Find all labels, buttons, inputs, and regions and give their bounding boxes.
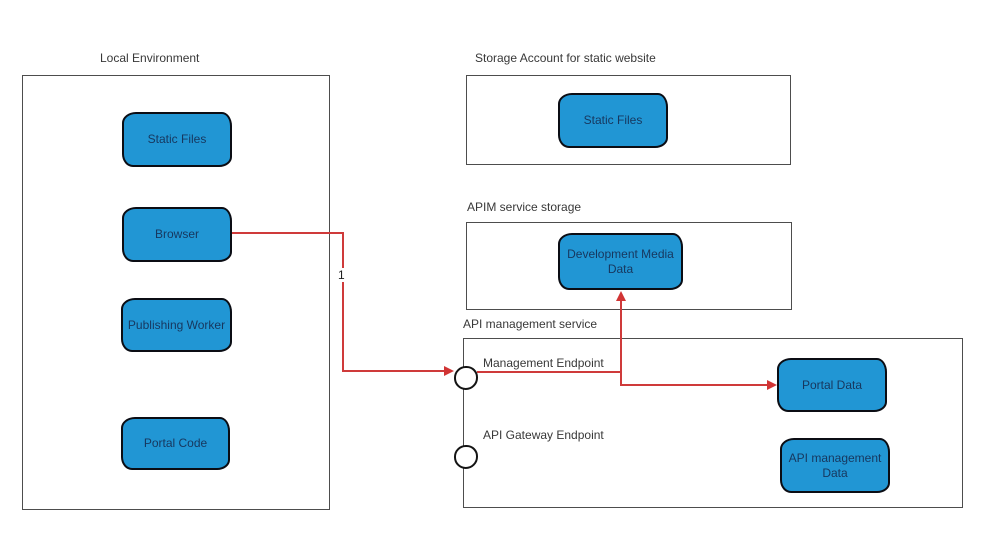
label-api-gateway-endpoint: API Gateway Endpoint — [483, 428, 604, 442]
node-static-files-local: Static Files — [122, 112, 232, 167]
connector-browser-seg-h1 — [231, 232, 344, 234]
node-static-files-storage: Static Files — [558, 93, 668, 148]
connector-sequence-label: 1 — [336, 268, 347, 282]
connector-browser-seg-v — [342, 232, 344, 372]
container-storage-account — [466, 75, 791, 165]
container-apim-service-storage — [466, 222, 792, 310]
node-browser: Browser — [122, 207, 232, 262]
node-publishing-worker: Publishing Worker — [121, 298, 232, 352]
arrowhead-into-management-endpoint — [444, 366, 454, 376]
port-api-gateway-endpoint — [454, 445, 478, 469]
port-management-endpoint — [454, 366, 478, 390]
node-api-management-data: API management Data — [780, 438, 890, 493]
label-local-environment: Local Environment — [100, 51, 200, 65]
connector-media-seg-v — [620, 300, 622, 386]
node-portal-code: Portal Code — [121, 417, 230, 470]
node-portal-data: Portal Data — [777, 358, 887, 412]
connector-endpoint-seg-h1 — [477, 371, 622, 373]
label-storage-account: Storage Account for static website — [475, 51, 656, 65]
container-local-environment — [22, 75, 330, 510]
connector-browser-seg-h2 — [343, 370, 444, 372]
container-api-management-service — [463, 338, 963, 508]
label-api-management-service: API management service — [463, 317, 598, 331]
arrowhead-into-development-media-data — [616, 291, 626, 301]
label-management-endpoint: Management Endpoint — [483, 356, 604, 370]
connector-portal-seg-h — [621, 384, 767, 386]
node-development-media-data: Development Media Data — [558, 233, 683, 290]
label-apim-service-storage: APIM service storage — [467, 200, 582, 214]
arrowhead-into-portal-data — [767, 380, 777, 390]
